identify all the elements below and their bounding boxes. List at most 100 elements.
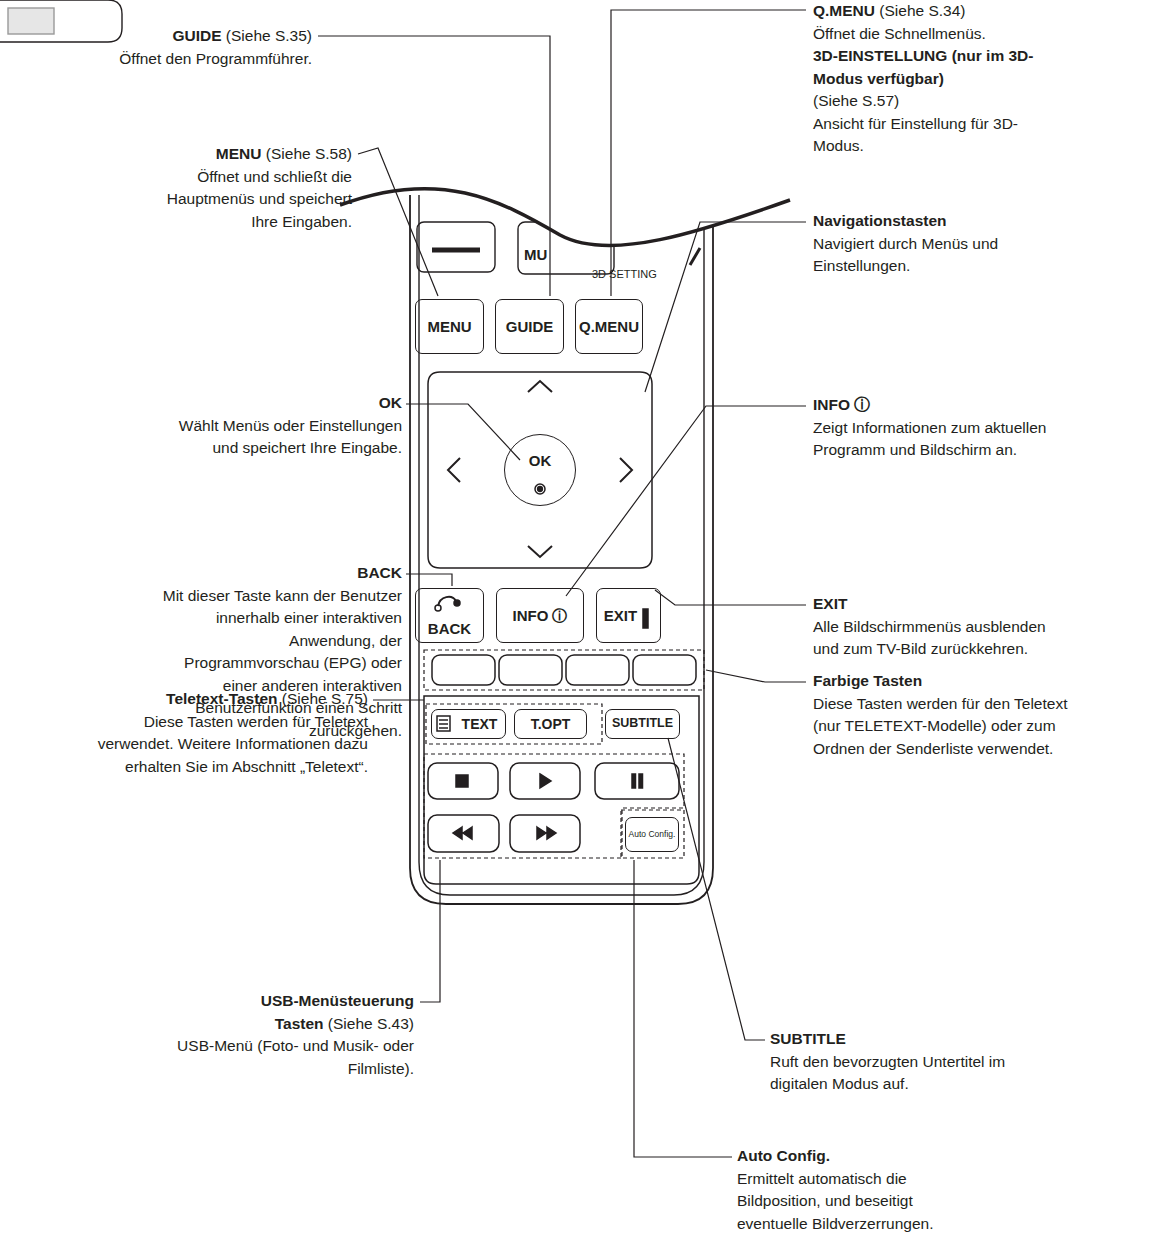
back-icon bbox=[438, 597, 456, 606]
remote-button: T.OPT bbox=[514, 709, 587, 739]
button-label: INFO ⓘ bbox=[513, 608, 568, 624]
callout-line: USB-Menü (Foto- und Musik- oder Filmlist… bbox=[164, 1035, 414, 1080]
callout-line: Navigationstasten bbox=[813, 210, 1063, 233]
remote-button: GUIDE bbox=[495, 299, 564, 354]
arrow-right bbox=[620, 458, 632, 482]
callout-text: Zeigt Informationen zum aktuellen Progra… bbox=[813, 419, 1046, 459]
text-icon bbox=[439, 719, 448, 721]
corner-box bbox=[0, 0, 122, 42]
callout: Farbige TastenDiese Tasten werden für de… bbox=[813, 670, 1068, 760]
callout-title: OK bbox=[379, 394, 402, 411]
color-button bbox=[633, 655, 696, 685]
callout-text: Alle Bildschirmmenüs ausblenden und zum … bbox=[813, 618, 1046, 658]
callout-line: Teletext-Tasten(Siehe S.75) bbox=[93, 688, 368, 711]
remote-button: MENU bbox=[415, 299, 484, 354]
cut-wave bbox=[340, 189, 790, 246]
callout-line: Auto Config. bbox=[737, 1145, 987, 1168]
corner-icon bbox=[8, 8, 54, 34]
remote-body-inner bbox=[419, 195, 704, 895]
callout-title: Navigationstasten bbox=[813, 212, 947, 229]
callout: EXITAlle Bildschirmmenüs ausblenden und … bbox=[813, 593, 1058, 661]
forward-button bbox=[510, 815, 580, 852]
callout-line: (Siehe S.57) bbox=[813, 90, 1063, 113]
callout-line: Diese Tasten werden für den Teletext (nu… bbox=[813, 693, 1068, 761]
button-label: TEXT bbox=[462, 717, 498, 732]
callout-text: (Siehe S.43) bbox=[328, 1015, 414, 1032]
remote-button: Q.MENU bbox=[575, 299, 643, 354]
leader-line bbox=[706, 670, 806, 682]
text-icon bbox=[439, 727, 448, 729]
remote-button: Auto Config. bbox=[625, 817, 680, 852]
stop-button bbox=[428, 763, 498, 799]
callout-line: Wählt Menüs oder Einstellungen und speic… bbox=[172, 415, 402, 460]
leader-line bbox=[655, 590, 806, 605]
remote-body bbox=[410, 195, 713, 904]
callout-text: USB-Menü (Foto- und Musik- oder Filmlist… bbox=[177, 1037, 414, 1077]
callout: Teletext-Tasten(Siehe S.75)Diese Tasten … bbox=[93, 688, 368, 778]
minus-symbol bbox=[432, 248, 480, 253]
callout-line: Ruft den bevorzugten Untertitel im digit… bbox=[770, 1051, 1025, 1096]
color-button bbox=[432, 655, 495, 685]
group-outline bbox=[426, 704, 602, 744]
pause-button bbox=[595, 763, 679, 799]
callout-line: MENU(Siehe S.58) bbox=[152, 143, 352, 166]
color-button bbox=[566, 655, 629, 685]
color-button bbox=[499, 655, 562, 685]
button-label: OK bbox=[529, 453, 552, 469]
button-label: GUIDE bbox=[506, 319, 554, 335]
group-outline bbox=[621, 810, 684, 858]
pause-symbol bbox=[632, 774, 636, 788]
arrow-down bbox=[528, 546, 552, 557]
callout-line: Q.MENU(Siehe S.34) bbox=[813, 0, 1063, 23]
leader-line bbox=[645, 222, 806, 392]
leader-line bbox=[358, 148, 438, 296]
remote-button: EXIT bbox=[596, 588, 661, 643]
button-label: T.OPT bbox=[531, 717, 571, 732]
play-button bbox=[510, 763, 580, 799]
back-icon-dot bbox=[454, 600, 460, 606]
remote-button: INFO ⓘ bbox=[496, 588, 584, 643]
remote-button: TEXT bbox=[431, 709, 506, 739]
button-label: Auto Config. bbox=[629, 830, 676, 839]
callout-title: Q.MENU bbox=[813, 2, 875, 19]
callout: MENU(Siehe S.58)Öffnet und schließt die … bbox=[152, 143, 352, 233]
callout-line: 3D SETTING bbox=[592, 268, 702, 281]
callout-line: Ansicht für Einstellung für 3D-Modus. bbox=[813, 113, 1063, 158]
callout-line: Navigiert durch Menüs und Einstellungen. bbox=[813, 233, 1063, 278]
callout: INFO ⓘZeigt Informationen zum aktuellen … bbox=[813, 394, 1063, 462]
callout-text: MU bbox=[524, 246, 547, 263]
callout-text: (Siehe S.34) bbox=[879, 2, 965, 19]
remote-button: BACK bbox=[415, 588, 484, 643]
callout-text: Öffnet den Programmführer. bbox=[119, 50, 312, 67]
callout-text: (Siehe S.35) bbox=[226, 27, 312, 44]
callout-line: Zeigt Informationen zum aktuellen Progra… bbox=[813, 417, 1063, 462]
callout-line: Ermittelt automatisch die Bildposition, … bbox=[737, 1168, 987, 1234]
callout-line: MU bbox=[524, 246, 584, 264]
pause-symbol bbox=[639, 774, 643, 788]
cut-cover bbox=[330, 120, 790, 245]
leader-line bbox=[668, 738, 765, 1040]
exit-icon bbox=[643, 609, 648, 628]
leader-line bbox=[406, 404, 520, 460]
callout-text: Ermittelt automatisch die Bildposition, … bbox=[737, 1170, 933, 1232]
ok-button: OK bbox=[504, 434, 576, 506]
callout-title: SUBTITLE bbox=[770, 1030, 846, 1047]
callout-text: Diese Tasten werden für den Teletext (nu… bbox=[813, 695, 1067, 757]
callout: Q.MENU(Siehe S.34)Öffnet die Schnellmenü… bbox=[813, 0, 1063, 158]
callout-title: Farbige Tasten bbox=[813, 672, 922, 689]
callout-text: Wählt Menüs oder Einstellungen und speic… bbox=[179, 417, 402, 457]
callout-line: GUIDE(Siehe S.35) bbox=[2, 25, 312, 48]
forward-symbol bbox=[537, 827, 556, 839]
callout: 3D SETTING bbox=[592, 268, 702, 281]
callout: SUBTITLE Ruft den bevorzugten Untertitel … bbox=[770, 1028, 1025, 1096]
callout: NavigationstastenNavigiert durch Menüs u… bbox=[813, 210, 1063, 278]
callout-text: Diese Tasten werden für Teletext verwend… bbox=[98, 713, 368, 775]
button-label: MENU bbox=[427, 319, 471, 335]
callout-line: OK bbox=[172, 392, 402, 415]
button-label: BACK bbox=[428, 621, 471, 637]
minus-button bbox=[417, 222, 495, 272]
edge-mark bbox=[690, 248, 700, 265]
callout-title: MENU bbox=[216, 145, 262, 162]
callout: Auto Config.Ermittelt automatisch die Bi… bbox=[737, 1145, 987, 1234]
